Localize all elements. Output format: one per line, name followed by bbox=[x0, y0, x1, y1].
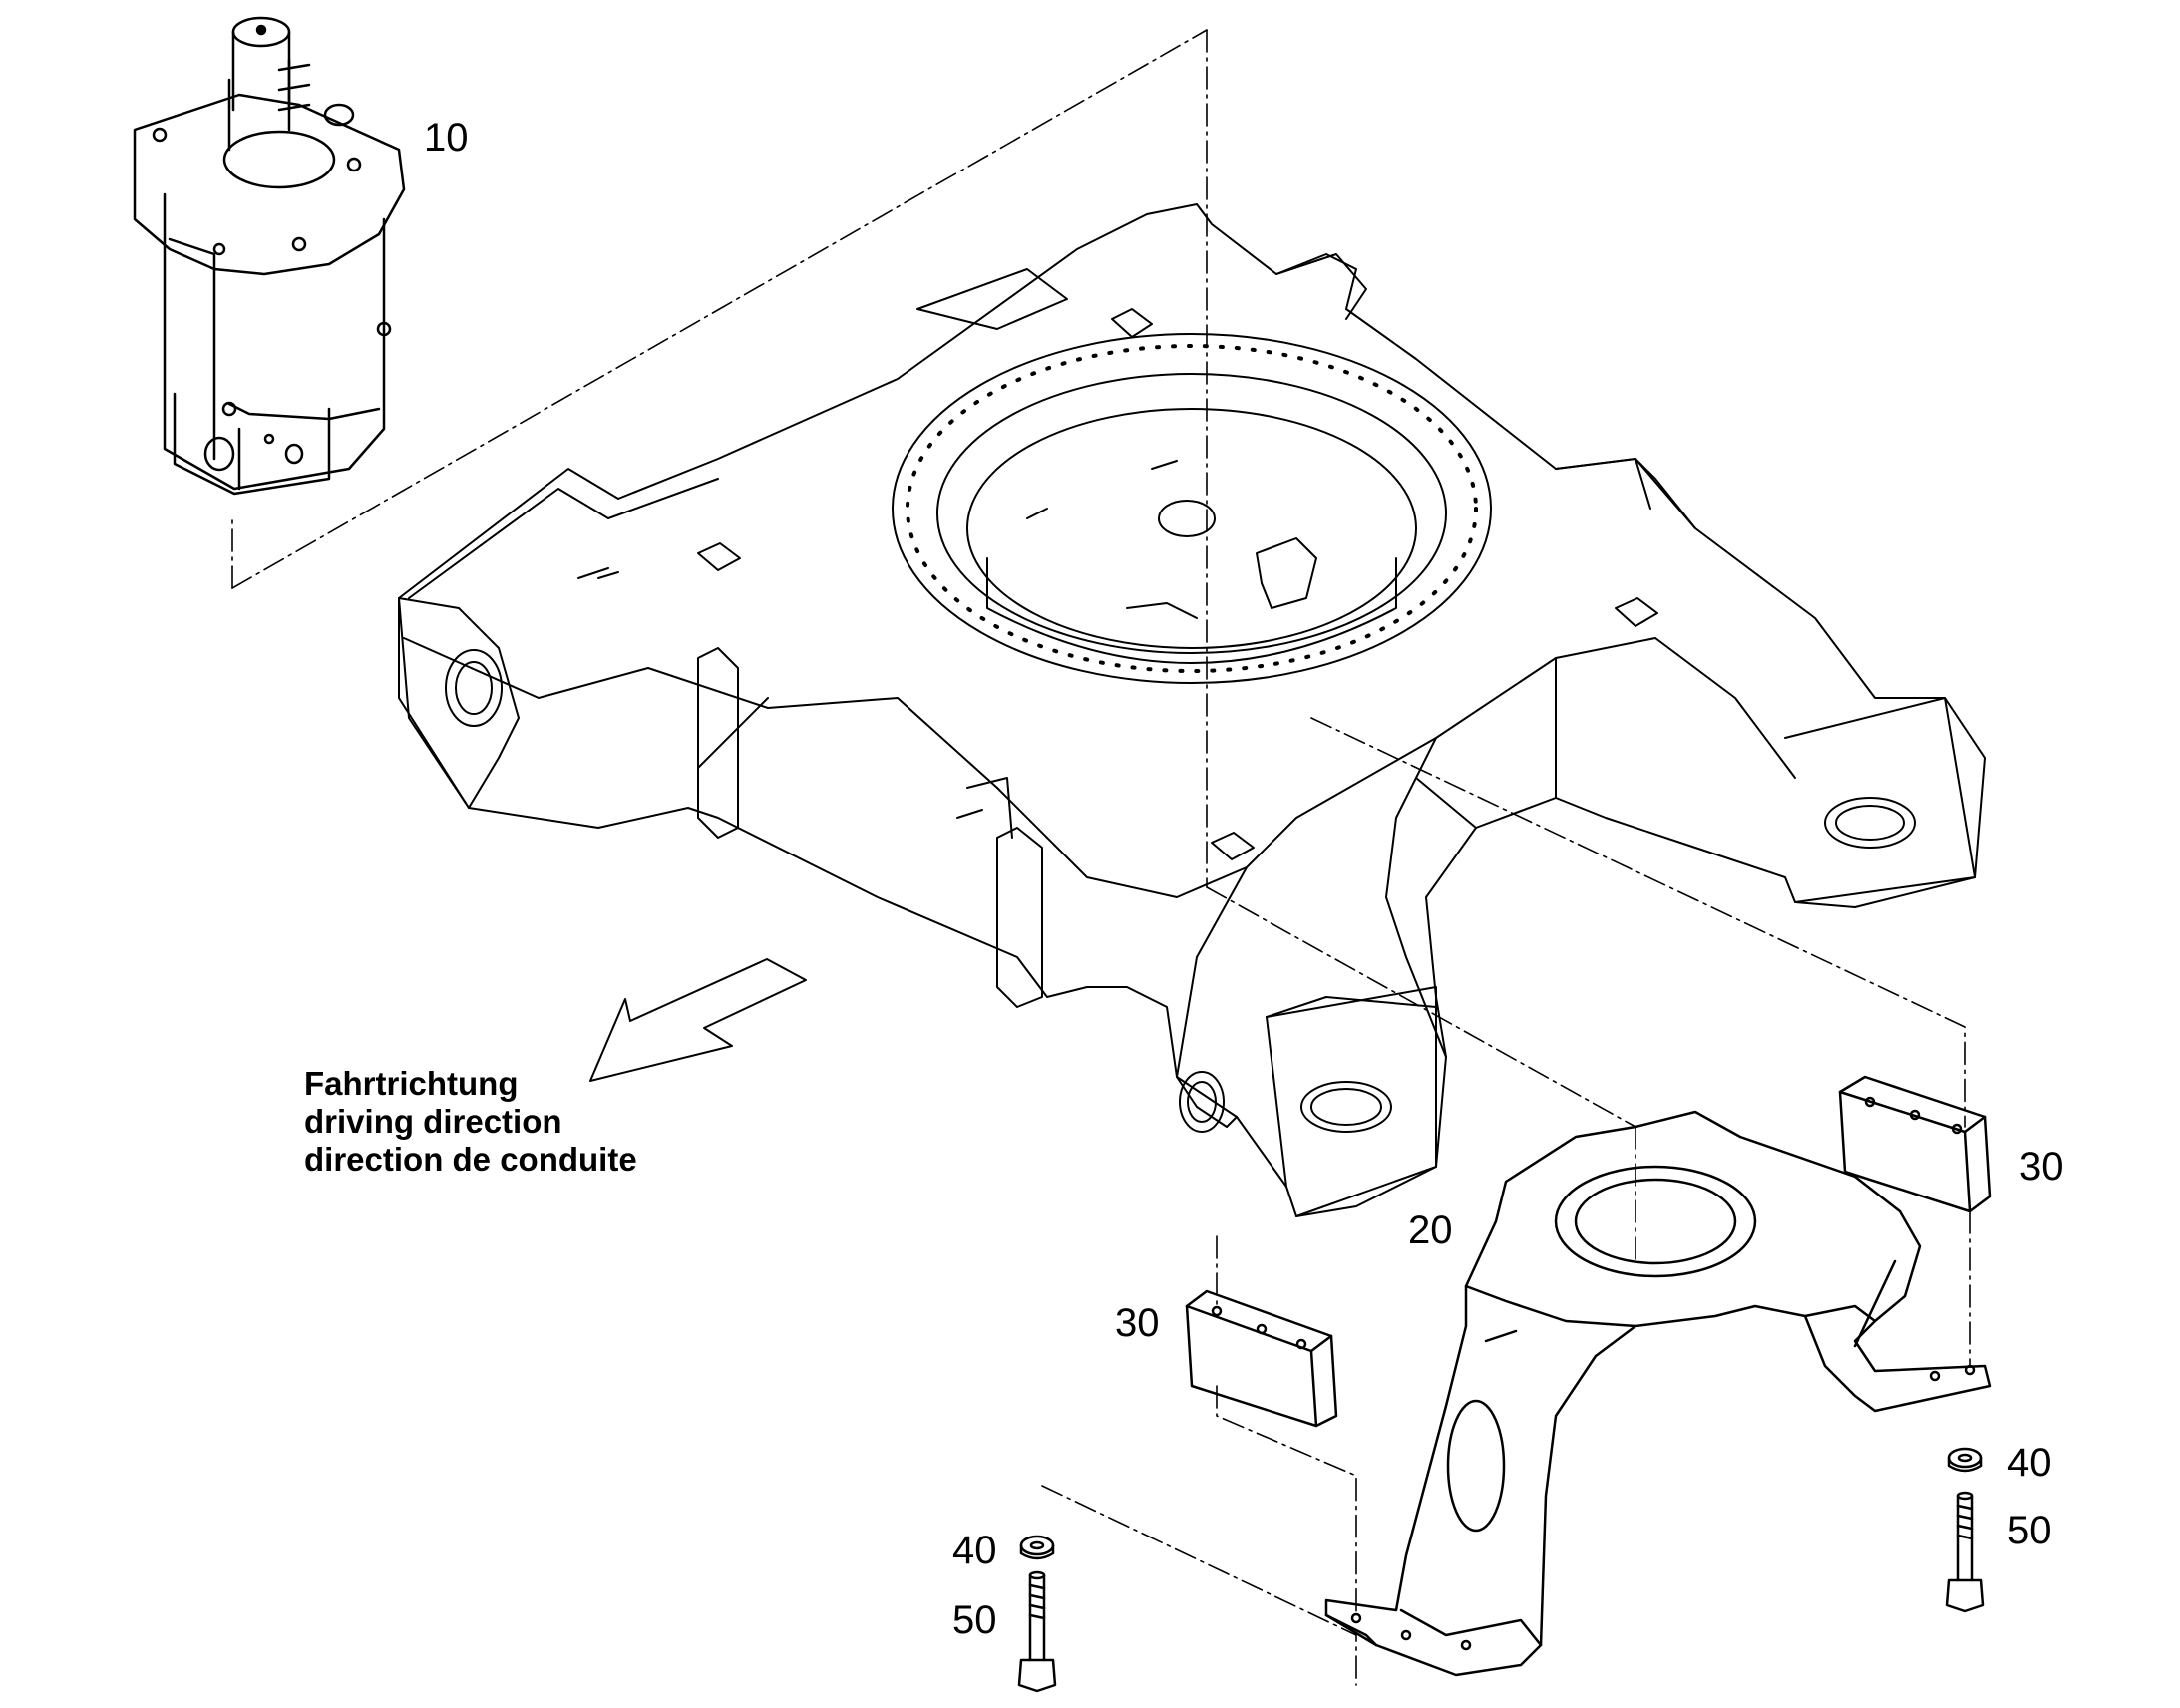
slewing-ring bbox=[892, 333, 1492, 684]
driving-direction-label: Fahrtrichtung driving direction directio… bbox=[304, 1065, 637, 1179]
spacer-block-right bbox=[1838, 1075, 1992, 1213]
rotary-joint bbox=[133, 16, 406, 496]
callout-part-20: 20 bbox=[1408, 1208, 1453, 1252]
spacer-block-left bbox=[1185, 1289, 1338, 1428]
callout-part-30-right: 30 bbox=[2019, 1145, 2064, 1189]
callout-part-40-left: 40 bbox=[952, 1529, 997, 1572]
bolt-right bbox=[1945, 1491, 1985, 1613]
undercarriage-frame bbox=[398, 203, 1986, 1217]
callout-part-50-left: 50 bbox=[952, 1598, 997, 1642]
assembly-lines bbox=[231, 29, 1971, 1686]
bolt-left bbox=[1017, 1570, 1057, 1693]
callout-part-10: 10 bbox=[424, 116, 469, 160]
callout-part-50-right: 50 bbox=[2007, 1509, 2052, 1552]
washer-right bbox=[1947, 1447, 1983, 1473]
driving-direction-arrow bbox=[589, 958, 807, 1082]
driving-direction-en: driving direction bbox=[304, 1103, 562, 1140]
carrier-bracket bbox=[1324, 1110, 1992, 1677]
washer-left bbox=[1019, 1535, 1055, 1560]
callout-part-40-right: 40 bbox=[2007, 1441, 2052, 1485]
callout-part-30-left: 30 bbox=[1115, 1301, 1160, 1345]
driving-direction-fr: direction de conduite bbox=[304, 1141, 637, 1178]
driving-direction-de: Fahrtrichtung bbox=[304, 1065, 519, 1102]
